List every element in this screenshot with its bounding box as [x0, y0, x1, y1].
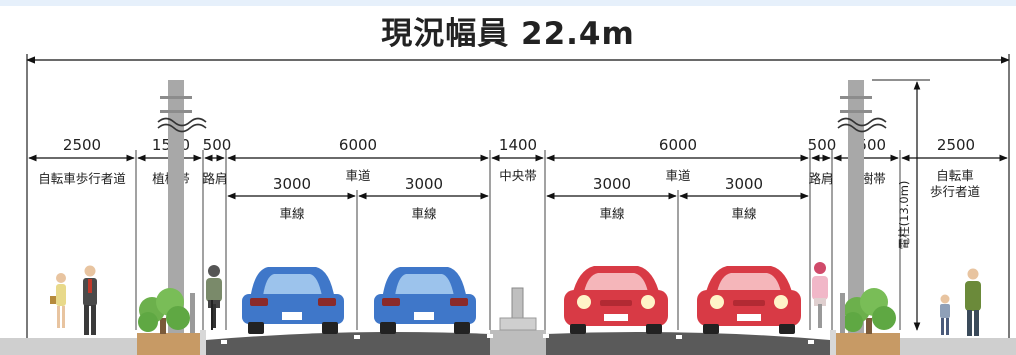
top-band [0, 0, 1016, 6]
diagram-title: 現況幅員 22.4m [381, 16, 635, 52]
pole-height-label: 電柱(13.0m) [897, 181, 911, 250]
pedestrian-woman-left [50, 273, 66, 328]
red-car-2 [697, 266, 801, 334]
dim-lane-3: 3000 [593, 175, 631, 193]
utility-pole-right [837, 80, 887, 335]
dim-median: 1400 [499, 136, 537, 154]
label-lane-1: 車線 [279, 206, 305, 221]
dim-shoulder-right: 500 [808, 136, 837, 154]
label-median: 中央帯 [499, 168, 537, 183]
dim-carriageway-left: 6000 [339, 136, 377, 154]
blue-car-1 [242, 267, 344, 334]
pedestrian-child-right [940, 294, 950, 335]
label-lane-3: 車線 [599, 206, 625, 221]
bollard-right [840, 293, 845, 333]
dim-lane-2: 3000 [405, 175, 443, 193]
pedestrian-adult-right [965, 268, 981, 336]
label-shoulder-right: 路肩 [808, 171, 833, 186]
dim-shoulder-left: 500 [203, 136, 232, 154]
blue-car-2 [374, 267, 476, 334]
red-car-1 [564, 266, 668, 334]
label-sidewalk-right-line2: 歩行者道 [930, 184, 981, 199]
label-lane-2: 車線 [411, 206, 437, 221]
label-roadway-left: 車道 [345, 168, 371, 183]
pole-height-dimension [872, 79, 930, 331]
label-roadway-right: 車道 [665, 168, 691, 183]
pedestrian-man-left [83, 265, 97, 335]
boundary-lines [135, 150, 901, 330]
dim-sidewalk-right: 2500 [937, 136, 975, 154]
tree-right [843, 288, 896, 334]
bollard-left [190, 293, 195, 333]
dim-lane-4: 3000 [725, 175, 763, 193]
dim-sidewalk-left: 2500 [63, 136, 101, 154]
label-sidewalk-left: 自転車歩行者道 [38, 171, 126, 186]
utility-pole-left [157, 80, 207, 335]
label-lane-4: 車線 [731, 206, 757, 221]
label-sidewalk-right-line1: 自転車 [936, 168, 974, 183]
road-surface [0, 330, 1016, 355]
dim-lane-1: 3000 [273, 175, 311, 193]
cyclist-left [206, 265, 222, 330]
cyclist-right [812, 262, 828, 328]
median-post [499, 287, 537, 331]
label-shoulder-left: 路肩 [202, 171, 227, 186]
dim-carriageway-right: 6000 [659, 136, 697, 154]
tree-left [138, 288, 190, 334]
overall-width-dimension [26, 54, 1010, 355]
